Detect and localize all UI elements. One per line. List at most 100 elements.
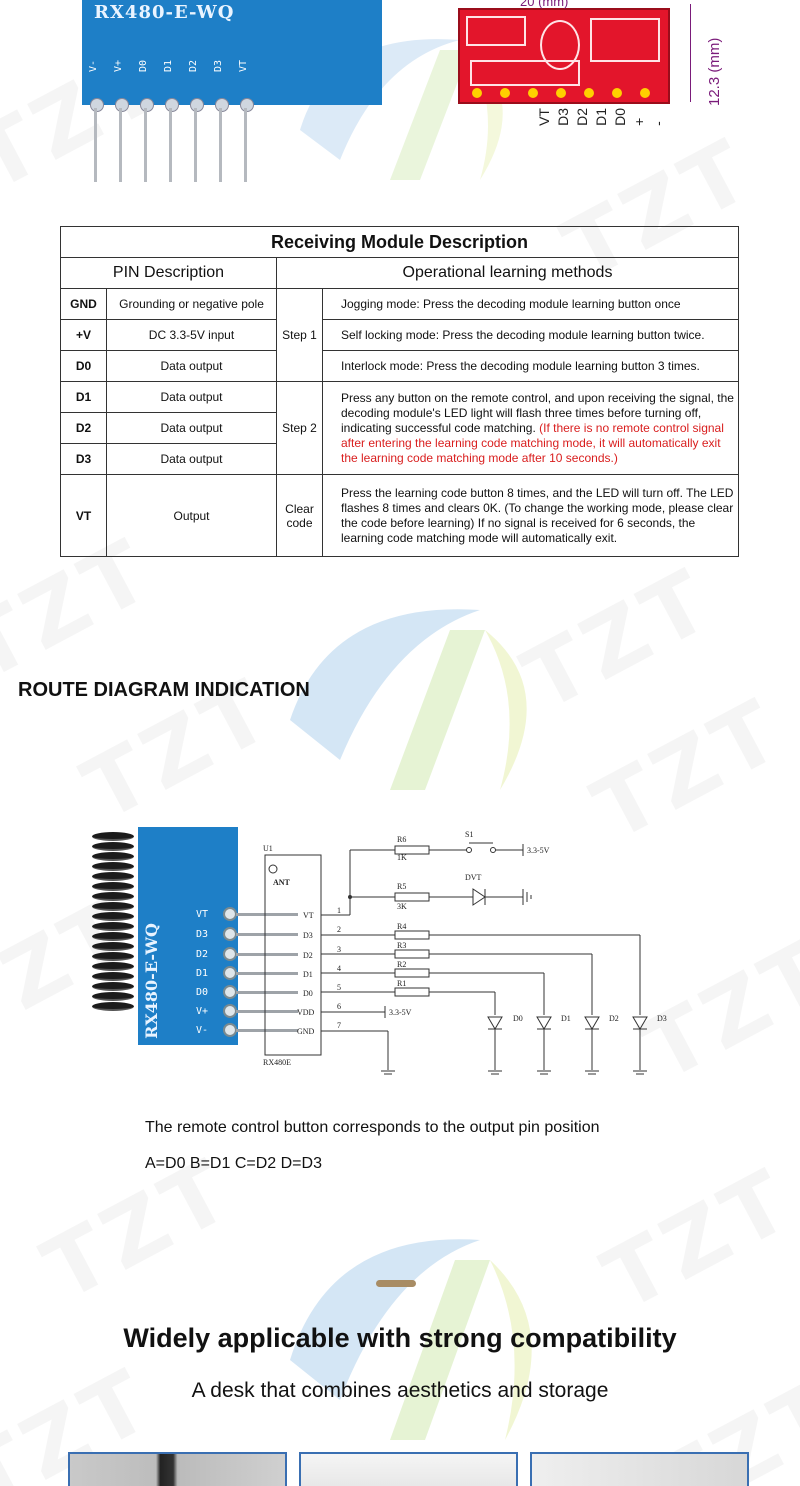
board-pin-label: D2	[196, 949, 209, 960]
pin-hole	[223, 985, 237, 999]
pin-desc: Output	[106, 474, 277, 557]
product-thumbnail[interactable]	[530, 1452, 749, 1486]
op-text-black: Press any button on the remote control, …	[341, 390, 734, 435]
pin-wire	[236, 1029, 298, 1032]
pin-number: 2	[337, 925, 341, 934]
op-text: Self locking mode: Press the decoding mo…	[322, 319, 739, 351]
led-label: D2	[609, 1014, 619, 1023]
pin-mapping-caption: The remote control button corresponds to…	[145, 1119, 600, 1136]
supply-label: 3.3-5V	[389, 1008, 412, 1017]
receiver-board-photo: RX480-E-WQ	[82, 0, 382, 105]
promo-headline: Widely applicable with strong compatibil…	[0, 1323, 800, 1354]
table-row: GND Grounding or negative pole Step 1 Jo…	[60, 288, 739, 382]
led-label: DVT	[465, 873, 482, 882]
table-row: VT Output Clear code Press the learning …	[60, 474, 739, 557]
chip-pin-label: D1	[303, 970, 313, 979]
pcb-pin-label: D2	[574, 108, 590, 126]
led-label: D3	[657, 1014, 667, 1023]
step-label: Step 1	[276, 288, 323, 382]
pin-name: D1	[60, 381, 107, 413]
chip-pin-label: VT	[303, 911, 314, 920]
board-pin-label: D0	[196, 987, 209, 998]
board-pin-label: V+	[196, 1006, 209, 1017]
pcb-pin-labels: VT D3 D2 D1 D0 + -	[536, 108, 666, 126]
pin-desc: DC 3.3-5V input	[106, 319, 277, 351]
pin-number: 5	[337, 983, 341, 992]
board-pin-label: D1	[196, 968, 209, 979]
receiver-board-photo: RX480-E-WQ	[138, 827, 238, 1045]
pcb-pin-label: VT	[536, 108, 552, 126]
pin-desc: Grounding or negative pole	[106, 288, 277, 320]
table-row: D1 Data output Step 2 Press any button o…	[60, 381, 739, 475]
pin-hole	[223, 1023, 237, 1037]
pcb-pin-label: D3	[555, 108, 571, 126]
switch-label: S1	[465, 830, 473, 839]
resistor-value: 1K	[397, 853, 407, 862]
board-pin-label: VT	[196, 909, 209, 920]
pcb-height-dimension: 12.3 (mm)	[706, 37, 723, 106]
pin-desc: Data output	[106, 443, 277, 475]
pin-name: D0	[60, 350, 107, 382]
pin-hole	[223, 1004, 237, 1018]
op-text: Jogging mode: Press the decoding module …	[322, 288, 739, 320]
product-thumbnail[interactable]	[68, 1452, 287, 1486]
promo-subtitle: A desk that combines aesthetics and stor…	[191, 1379, 609, 1402]
pin-desc: Data output	[106, 381, 277, 413]
resistor-label: R4	[397, 922, 406, 931]
table-row: D3 Data output	[60, 443, 739, 475]
chip-pin-label: GND	[297, 1027, 315, 1036]
board-pin-label: V-	[196, 1025, 209, 1036]
pin-number: 6	[337, 1002, 341, 1011]
watermark: TZT	[588, 1149, 800, 1331]
pcb-pin-label: D0	[612, 108, 628, 126]
pin-number: 1	[337, 906, 341, 915]
pin-hole	[223, 966, 237, 980]
promo-headline-part: with strong compatibility	[357, 1323, 677, 1353]
pin-name: GND	[60, 288, 107, 320]
pcb-width-dimension: 20 (mm)	[520, 0, 569, 9]
table-row: D0 Data output Interlock mode: Press the…	[60, 350, 739, 382]
pin-hole	[223, 907, 237, 921]
board-pin-label: V-	[88, 60, 99, 73]
step-label: Step 2	[276, 381, 323, 475]
pin-wire	[236, 953, 298, 956]
route-diagram-title: ROUTE DIAGRAM INDICATION	[18, 679, 310, 701]
accent-bar	[376, 1280, 416, 1287]
pin-name: +V	[60, 319, 107, 351]
chip-body	[264, 854, 322, 1056]
resistor-label: R3	[397, 941, 406, 950]
board-label: RX480-E-WQ	[142, 923, 161, 1039]
op-text: Interlock mode: Press the decoding modul…	[322, 350, 739, 382]
button-pin-mapping: A=D0 B=D1 C=D2 D=D3	[145, 1155, 322, 1172]
op-text-red: (If there is no remote control signal af…	[341, 420, 724, 465]
led-label: D1	[561, 1014, 571, 1023]
resistor-label: R6	[397, 835, 406, 844]
col-pin-description: PIN Description	[60, 257, 277, 289]
route-schematic: U1 ANT RX480E VT D3 D2 D1 D0 VDD GND 1 2…	[263, 830, 667, 1075]
resistor-value: 3K	[397, 902, 407, 911]
watermark: TZT	[508, 549, 730, 731]
pcb-pin-label: D1	[593, 108, 609, 126]
pin-number: 4	[337, 964, 341, 973]
product-thumbnail[interactable]	[299, 1452, 518, 1486]
board-pin-label: D2	[188, 60, 199, 73]
promo-headline-part: Widely applicable	[123, 1323, 358, 1353]
pin-name: D3	[60, 443, 107, 475]
board-pin-label: VT	[238, 60, 249, 73]
col-operational-methods: Operational learning methods	[276, 257, 739, 289]
board-pin-label: D0	[138, 60, 149, 73]
op-text: Press the learning code button 8 times, …	[322, 474, 739, 557]
chip-pin-label: D3	[303, 931, 313, 940]
table-title: Receiving Module Description	[60, 226, 739, 258]
dimension-line	[690, 4, 691, 102]
pin-number: 7	[337, 1021, 341, 1030]
chip-name: RX480E	[263, 1058, 291, 1067]
pin-number: 3	[337, 945, 341, 954]
antenna-label: ANT	[273, 878, 291, 887]
pcb-pin-label: +	[631, 117, 647, 126]
chip-notch-icon	[268, 864, 278, 874]
table-row: +V DC 3.3-5V input Self locking mode: Pr…	[60, 319, 739, 351]
pin-wire	[236, 1010, 298, 1013]
pin-desc: Data output	[106, 350, 277, 382]
pin-hole	[223, 947, 237, 961]
